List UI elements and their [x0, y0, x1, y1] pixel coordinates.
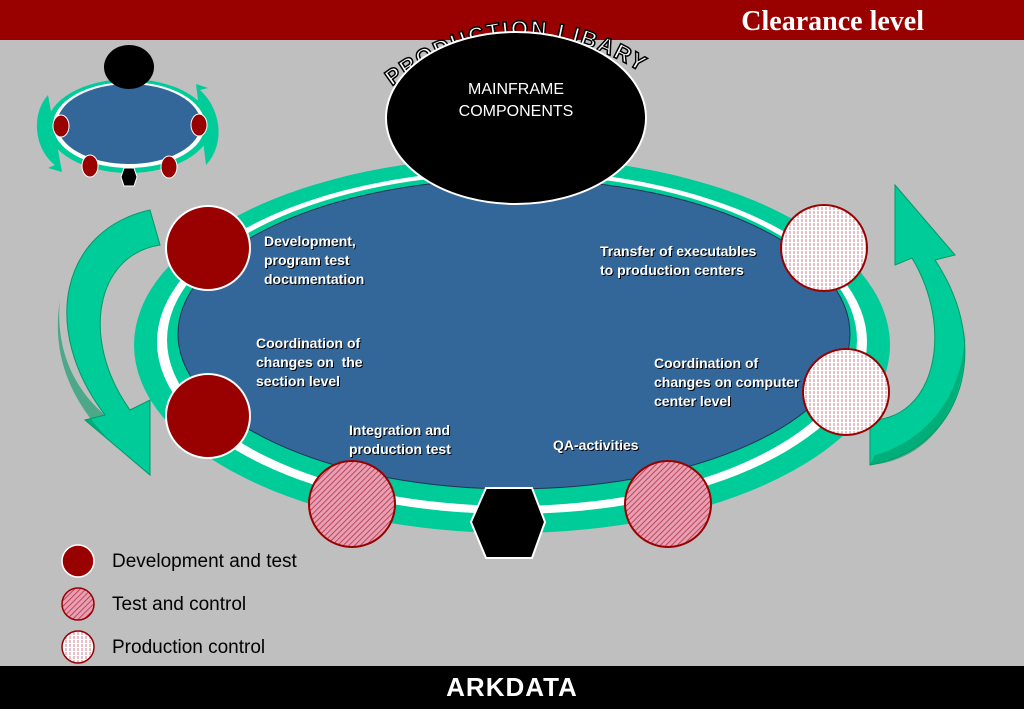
transfer-label: Transfer of executables to production ce… — [600, 243, 757, 278]
integration-node — [308, 460, 396, 548]
pink-hatch-swatch-icon — [61, 587, 95, 621]
mini-diagram — [36, 45, 219, 187]
qa-node — [624, 460, 712, 548]
solid-red-swatch-icon — [61, 544, 95, 578]
right-cycle-arrow — [869, 183, 966, 466]
legend-label: Test and control — [112, 594, 247, 615]
release-hexagon — [469, 487, 547, 559]
mainframe-label-line1: MAINFRAME — [468, 81, 564, 98]
center-coordination-label: Coordination of changes on computer cent… — [654, 355, 800, 409]
integration-label: Integration and production test — [349, 422, 451, 457]
white-stripes-swatch-icon — [61, 630, 95, 664]
legend-label: Production control — [112, 637, 266, 658]
center-coordination-node — [802, 348, 890, 436]
mainframe-label-line2: COMPONENTS — [458, 103, 574, 120]
left-cycle-arrow — [57, 209, 161, 477]
legend-label: Development and test — [112, 551, 297, 572]
development-label: Development, program test documentation — [264, 233, 365, 287]
page-title: Clearance level — [741, 6, 924, 37]
brand-logo: ARKDATA — [446, 672, 578, 702]
mainframe-label: MAINFRAME COMPONENTS — [420, 79, 612, 123]
development-node — [165, 205, 251, 291]
mainframe-node — [385, 31, 647, 205]
qa-label: QA-activities — [553, 437, 639, 453]
section-coordination-node — [165, 373, 251, 459]
footer-bar: ARKDATA — [0, 666, 1024, 709]
section-coordination-label: Coordination of changes on the section l… — [256, 335, 363, 389]
transfer-node — [780, 204, 868, 292]
